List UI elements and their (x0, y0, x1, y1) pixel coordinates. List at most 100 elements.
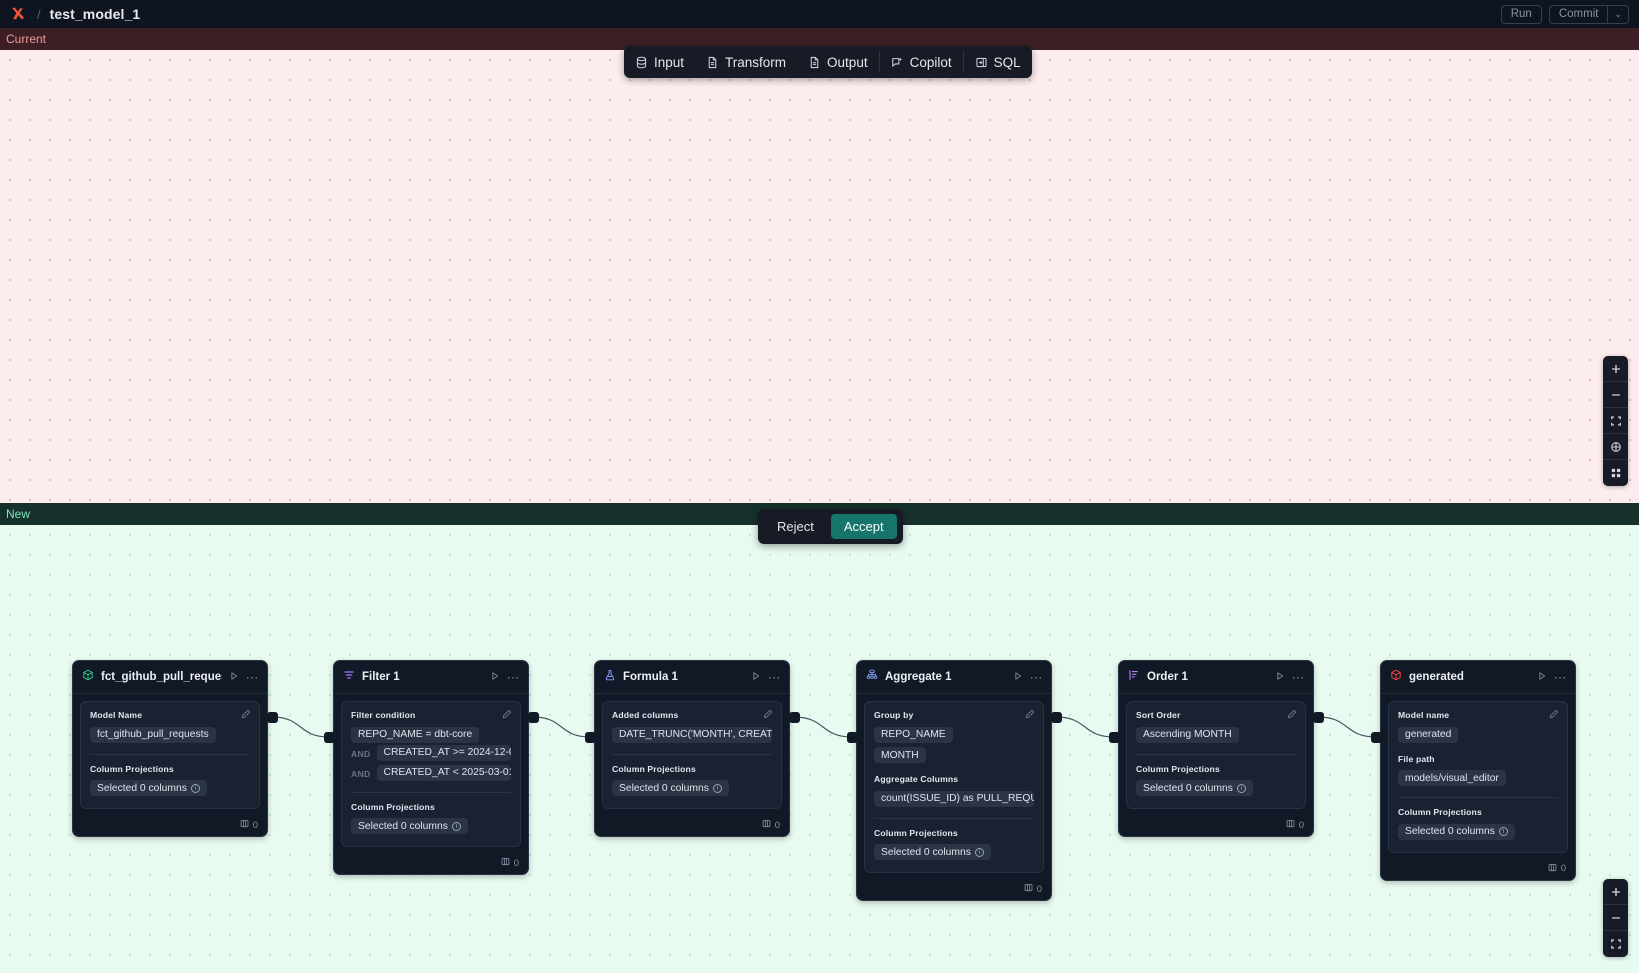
info-icon[interactable]: i (451, 821, 461, 831)
value-pill[interactable]: REPO_NAME (874, 726, 953, 743)
node-handle-target[interactable] (1108, 731, 1120, 743)
play-icon[interactable] (751, 671, 761, 684)
node-header[interactable]: Filter 1⋯ (334, 661, 528, 694)
graph-node-source[interactable]: fct_github_pull_requests ⋯ Model Namefct_… (72, 660, 268, 837)
node-handle-target[interactable] (323, 731, 335, 743)
section-label: Aggregate Columns (874, 774, 959, 784)
section-divider (351, 791, 511, 793)
info-icon[interactable]: i (974, 847, 984, 857)
value-pill[interactable]: DATE_TRUNC('MONTH', CREATED_AT… (612, 726, 772, 743)
node-header[interactable]: fct_github_pull_requests ⋯ (73, 661, 267, 694)
more-options-icon[interactable]: ⋯ (506, 669, 520, 685)
value-pill[interactable]: Ascending MONTH (1136, 726, 1239, 743)
value-pill[interactable]: Selected 0 columns i (874, 844, 991, 860)
edit-pencil-icon[interactable] (1287, 709, 1297, 722)
play-icon[interactable] (1275, 671, 1285, 684)
info-icon[interactable]: i (1236, 783, 1246, 793)
edit-pencil-icon[interactable] (502, 709, 512, 722)
toolbar-item-copilot[interactable]: Copilot (880, 46, 963, 78)
toolbar-item-output[interactable]: Output (797, 46, 879, 78)
info-icon[interactable]: i (712, 783, 722, 793)
node-footer: 0 (595, 816, 789, 836)
play-icon[interactable] (490, 671, 500, 684)
lock-icon[interactable] (1603, 434, 1628, 460)
toolbar-item-sql[interactable]: SQL (964, 46, 1032, 78)
value-pill[interactable]: MONTH (874, 747, 926, 763)
sparkle-chat-icon (891, 56, 904, 69)
node-handle-target[interactable] (584, 731, 596, 743)
toolbar-item-input[interactable]: Input (624, 46, 695, 78)
x-logo-icon[interactable] (8, 4, 28, 24)
value-pill[interactable]: fct_github_pull_requests (90, 726, 216, 743)
minus-icon[interactable] (1603, 905, 1628, 931)
edit-pencil-icon[interactable] (1025, 709, 1035, 722)
node-handle-source[interactable] (1050, 711, 1062, 723)
play-icon[interactable] (1013, 671, 1023, 684)
plus-icon[interactable] (1603, 879, 1628, 905)
value-pill[interactable]: generated (1398, 726, 1459, 743)
run-button[interactable]: Run (1500, 4, 1542, 24)
grid-icon[interactable] (1603, 460, 1628, 486)
more-options-icon[interactable]: ⋯ (1029, 669, 1043, 685)
value-pill[interactable]: Selected 0 columns i (1136, 780, 1253, 796)
value-pill[interactable]: models/visual_editor (1398, 770, 1506, 786)
canvas-current[interactable] (0, 50, 1639, 503)
more-options-icon[interactable]: ⋯ (245, 669, 259, 685)
node-handle-source[interactable] (1312, 711, 1324, 723)
columns-icon (240, 819, 249, 831)
value-pill[interactable]: Selected 0 columns i (612, 780, 729, 796)
value-pill[interactable]: Selected 0 columns i (1398, 823, 1515, 840)
accept-button[interactable]: Accept (830, 514, 897, 539)
section-divider (612, 753, 772, 755)
node-footer: 0 (857, 880, 1051, 900)
more-options-icon[interactable]: ⋯ (767, 669, 781, 685)
more-options-icon[interactable]: ⋯ (1291, 669, 1305, 685)
toolbar-item-transform[interactable]: Transform (695, 46, 797, 78)
value-pill[interactable]: Selected 0 columns i (90, 780, 207, 796)
info-icon[interactable]: i (1498, 827, 1508, 836)
edit-pencil-icon[interactable] (241, 709, 251, 722)
toolbar-item-input-label: Input (654, 54, 685, 70)
canvas-new[interactable]: fct_github_pull_requests ⋯ Model Namefct_… (0, 525, 1639, 973)
node-handle-target[interactable] (846, 731, 858, 743)
sort-icon (1128, 668, 1140, 686)
node-title: fct_github_pull_requests (101, 671, 222, 683)
value-pill[interactable]: REPO_NAME = dbt-core (351, 726, 480, 743)
value-pill[interactable]: count(ISSUE_ID) as PULL_REQUEST_… (874, 790, 1034, 807)
plus-icon[interactable] (1603, 356, 1628, 382)
more-options-icon[interactable]: ⋯ (1553, 669, 1567, 685)
commit-button[interactable]: Commit (1558, 8, 1599, 20)
breadcrumb-separator: / (37, 6, 41, 22)
minus-icon[interactable] (1603, 382, 1628, 408)
info-icon[interactable]: i (190, 783, 200, 793)
commit-split-button[interactable]: Commit ⌄ (1548, 4, 1629, 24)
node-handle-target[interactable] (1370, 731, 1382, 743)
chevron-down-icon[interactable]: ⌄ (1607, 5, 1628, 23)
fit-view-icon[interactable] (1603, 931, 1628, 957)
play-icon[interactable] (1537, 671, 1547, 684)
play-icon[interactable] (229, 671, 239, 684)
node-handle-source[interactable] (788, 711, 800, 723)
edit-pencil-icon[interactable] (763, 709, 773, 722)
node-header[interactable]: Formula 1⋯ (595, 661, 789, 694)
value-pill[interactable]: CREATED_AT >= 2024-12-01 (376, 744, 511, 761)
node-header[interactable]: Aggregate 1⋯ (857, 661, 1051, 694)
value-pill[interactable]: Selected 0 columns i (351, 818, 468, 834)
reject-button[interactable]: Reject (764, 514, 827, 539)
node-header[interactable]: Order 1⋯ (1119, 661, 1313, 694)
node-handle-source[interactable] (266, 711, 278, 723)
value-pill[interactable]: CREATED_AT < 2025-03-01 (376, 764, 511, 781)
node-handle-source[interactable] (527, 711, 539, 723)
fit-view-icon[interactable] (1603, 408, 1628, 434)
node-header[interactable]: generated⋯ (1381, 661, 1575, 694)
pane-banner-new-label: New (6, 507, 31, 521)
section-label: Column Projections (874, 827, 958, 838)
edit-pencil-icon[interactable] (1549, 709, 1559, 722)
